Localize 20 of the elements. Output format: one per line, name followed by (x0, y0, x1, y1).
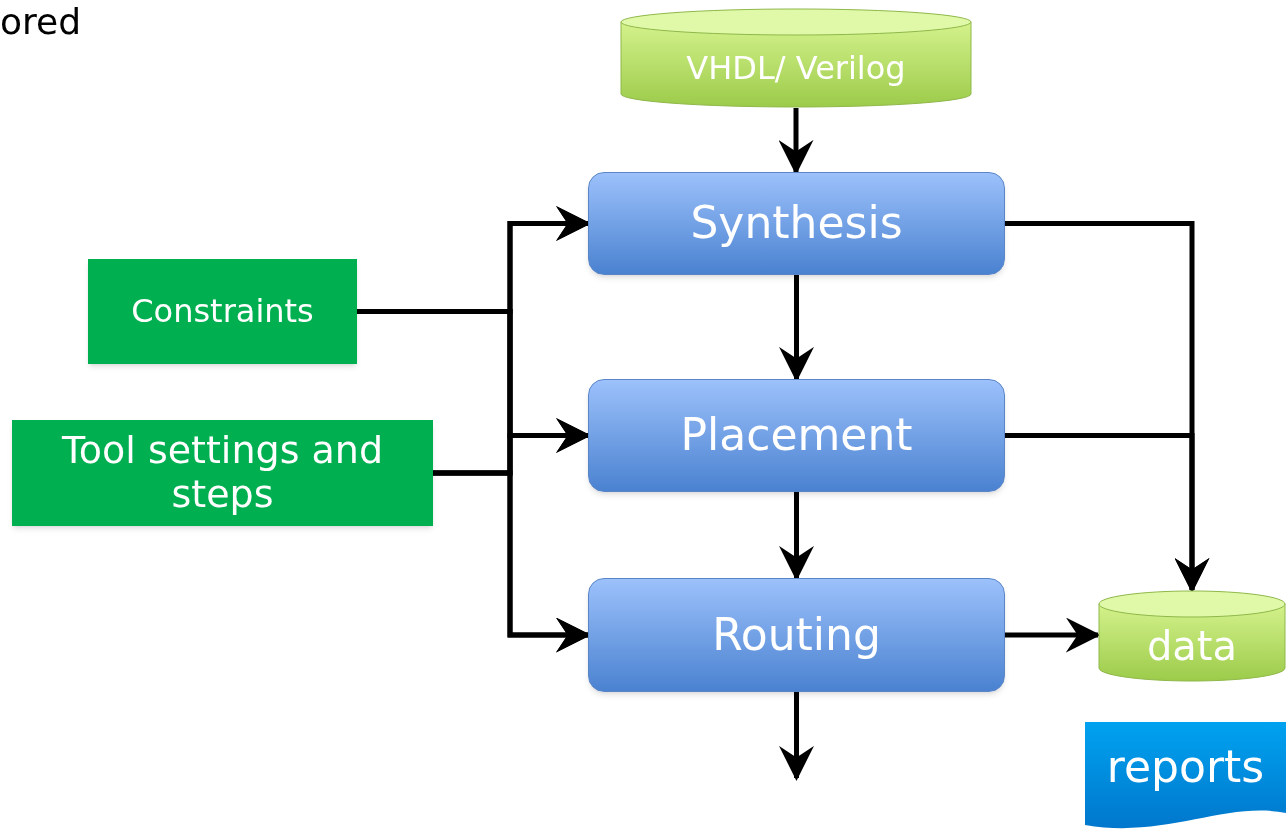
input-box (88, 259, 357, 364)
arrow (1005, 617, 1101, 653)
node-label: data (1145, 623, 1239, 669)
input-box (12, 420, 433, 526)
arrow (1005, 433, 1210, 593)
node-label: Placement (679, 410, 914, 461)
node-label: VHDL/ Verilog (685, 49, 907, 87)
heading-fragment: ored (0, 0, 82, 44)
node-label: Tool settings and steps (61, 429, 384, 517)
process-box (588, 578, 1005, 692)
process-box (588, 172, 1005, 275)
database-cylinder (620, 8, 972, 108)
process-box (588, 379, 1005, 492)
arrow (779, 692, 814, 781)
document-shape (1085, 722, 1286, 831)
node-label: reports (1105, 742, 1266, 793)
node-label: Constraints (130, 293, 315, 330)
database-cylinder (1098, 590, 1286, 682)
node-label: Routing (711, 609, 882, 661)
node-label: Synthesis (689, 198, 904, 249)
